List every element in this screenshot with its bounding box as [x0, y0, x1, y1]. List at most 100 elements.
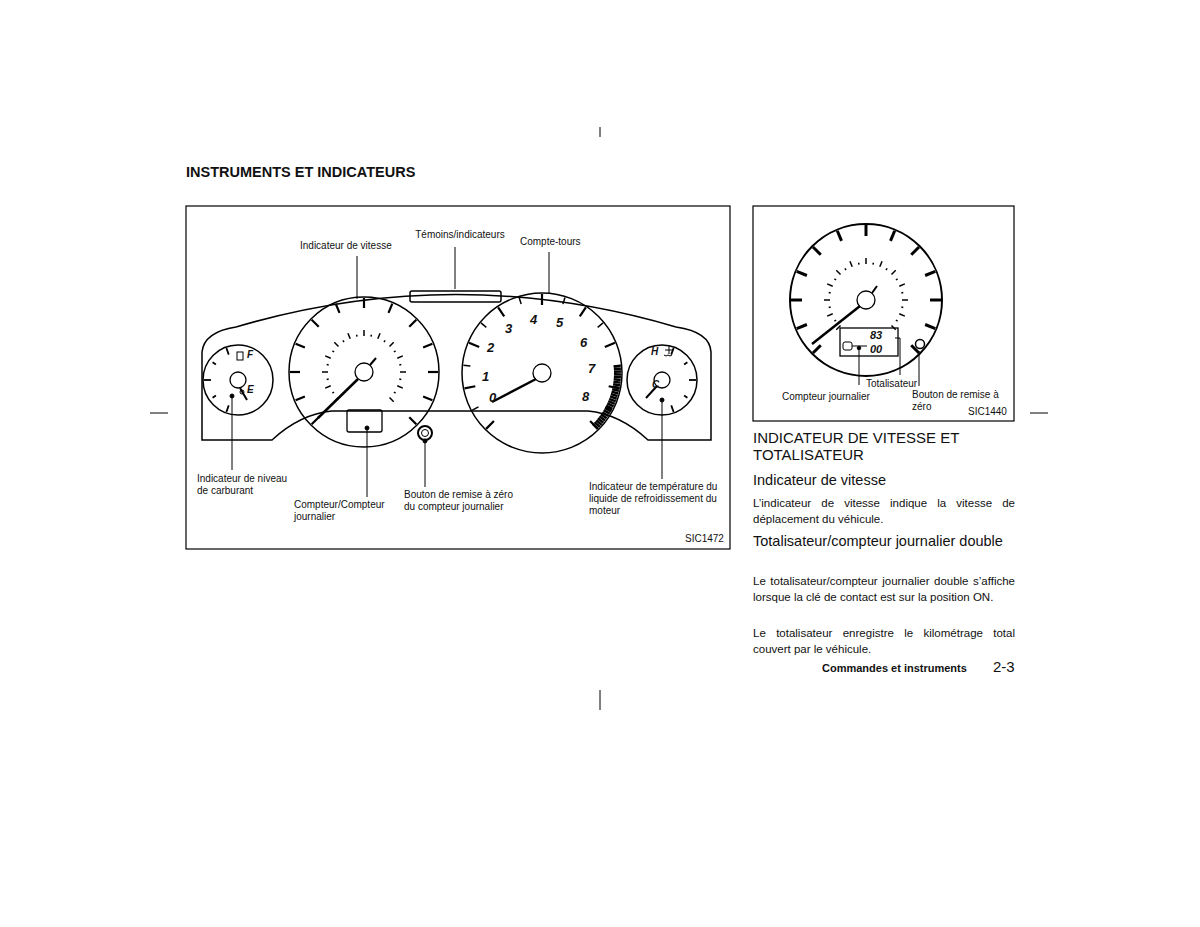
body-text: Le totalisateur enregistre le kilométrag… — [753, 626, 1015, 657]
gauge-tick — [850, 261, 852, 267]
gauge-tick — [824, 299, 830, 301]
gauge-tick — [356, 335, 358, 337]
gauge-tick — [384, 340, 385, 342]
gauge-tick — [614, 365, 621, 367]
callout-label: H — [651, 346, 663, 358]
callout-label: Compteur journalier — [782, 391, 882, 403]
gauge-tick — [613, 387, 620, 388]
gauge-tick — [613, 384, 620, 385]
gauge-tick — [848, 368, 849, 373]
gauge-tick — [486, 421, 494, 429]
gauge-tick — [797, 324, 807, 328]
page-title: INSTRUMENTS ET INDICATEURS — [186, 164, 586, 181]
gauge-tick — [791, 299, 802, 302]
gauge-tick — [614, 370, 621, 373]
gauge-tick — [409, 417, 416, 424]
gauge-tick — [399, 364, 401, 366]
gauge-tick — [463, 364, 470, 366]
gauge-tick — [896, 279, 898, 280]
gauge-tick — [334, 397, 338, 401]
gauge-tick — [901, 306, 903, 308]
gauge-tick — [332, 351, 334, 352]
callout-label: Totalisateur — [866, 378, 936, 390]
dial-number: 2 — [487, 340, 499, 356]
gauge-tick — [896, 320, 898, 321]
gauge-tick — [925, 271, 935, 275]
dial-number: 3 — [505, 321, 517, 337]
gauge-tick — [296, 344, 305, 348]
callout-label: Témoins/indicateurs — [405, 229, 515, 241]
gauge-tick — [614, 378, 621, 381]
callout-label: C — [652, 379, 664, 391]
dial-number: 6 — [580, 335, 592, 351]
gauge-tick — [563, 297, 565, 304]
gauge-tick — [363, 330, 365, 336]
gauge-tick — [890, 231, 894, 241]
gauge-tick — [598, 323, 603, 327]
body-text: Commandes et instruments — [822, 662, 992, 675]
gauge-tick — [423, 344, 432, 348]
gauge-tick — [325, 386, 331, 388]
gauge-tick — [226, 405, 228, 412]
gauge-tick — [389, 342, 393, 346]
gauge-tick — [843, 367, 845, 372]
gauge-tick — [827, 284, 833, 286]
gauge-tick — [834, 320, 836, 321]
gauge-tick — [833, 363, 835, 367]
gauge-tick — [465, 386, 476, 388]
gauge-tick — [865, 225, 868, 236]
gauge-tick — [813, 345, 821, 353]
dial-number: 5 — [556, 315, 568, 331]
gauge-tick — [327, 378, 329, 380]
gauge-tick — [829, 361, 832, 365]
gauge-tick — [322, 371, 328, 373]
gauge-tick — [671, 348, 673, 355]
gauge-tick — [868, 370, 869, 375]
gauge-tick — [605, 343, 615, 347]
gauge-tick — [858, 263, 860, 265]
gauge-tick — [472, 407, 478, 410]
body-text: 2-3 — [993, 658, 1023, 676]
gauge-tick — [829, 292, 831, 294]
gauge-tick — [399, 378, 401, 380]
gauge-tick — [838, 365, 840, 370]
callout-label: F — [247, 349, 259, 361]
gauge-tick — [325, 356, 331, 358]
dial-number: 4 — [530, 312, 542, 328]
gauge-tick — [213, 395, 216, 397]
gauge-tick — [327, 364, 329, 366]
gauge-tick — [892, 365, 894, 370]
body-text: Totalisateur/compteur journalier double — [753, 533, 1018, 550]
gauge-tick — [296, 396, 305, 400]
gauge-tick — [852, 369, 854, 374]
gauge-tick — [901, 361, 904, 365]
gauge-tick — [334, 342, 338, 346]
body-text: L’indicateur de vitesse indique la vites… — [753, 496, 1015, 527]
gauge-tick — [902, 299, 908, 301]
gauge-tick — [389, 397, 393, 401]
callout-label: Indicateur de niveau de carburant — [197, 473, 289, 497]
gauge-tick — [213, 362, 216, 364]
gauge-tick — [609, 386, 620, 388]
gauge-tick — [541, 294, 543, 305]
gauge-tick — [614, 376, 621, 379]
gauge-tick — [880, 261, 882, 267]
gauge-tick — [614, 368, 621, 371]
dial-number: 00 — [870, 343, 892, 356]
callout-label: Indicateur de vitesse — [300, 240, 410, 252]
gauge-tick — [614, 373, 621, 376]
gauge-tick — [469, 343, 479, 347]
gauge-tick — [226, 348, 228, 355]
gauge-tick — [312, 320, 319, 327]
body-text: Le totalisateur/compteur journalier doub… — [753, 574, 1015, 605]
gauge-tick — [614, 365, 621, 368]
gauge-tick — [671, 405, 673, 412]
gauge-tick — [312, 417, 319, 424]
callout-label: Compteur/Compteur journalier — [294, 499, 394, 523]
gauge-tick — [911, 345, 919, 353]
body-text: Indicateur de vitesse — [753, 472, 1018, 489]
dial-number: 0 — [489, 390, 501, 406]
gauge-tick — [370, 335, 372, 337]
gauge-tick — [580, 307, 586, 316]
